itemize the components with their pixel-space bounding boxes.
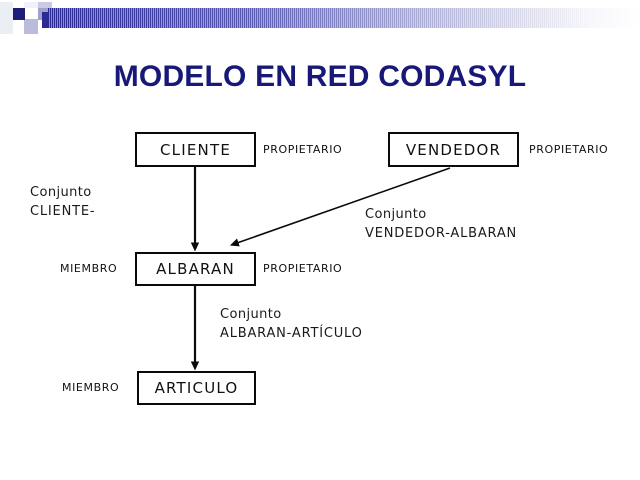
role-label-cliente-propietario: PROPIETARIO bbox=[263, 143, 343, 156]
role-label-albaran-miembro: MIEMBRO bbox=[60, 262, 118, 275]
set-label-line-1: Conjunto bbox=[30, 185, 92, 200]
set-label-line-2: CLIENTE- bbox=[30, 204, 96, 219]
role-label-albaran-propietario: PROPIETARIO bbox=[263, 262, 343, 275]
entity-box-cliente[interactable]: CLIENTE bbox=[135, 132, 256, 167]
decor-gradient-bar bbox=[48, 8, 640, 28]
set-label-line-2: VENDEDOR-ALBARAN bbox=[365, 226, 518, 241]
entity-box-vendedor[interactable]: VENDEDOR bbox=[388, 132, 519, 167]
set-label-vendedor-albaran: Conjunto VENDEDOR-ALBARAN bbox=[365, 205, 517, 243]
entity-label-albaran: ALBARAN bbox=[156, 260, 235, 278]
entity-label-articulo: ARTICULO bbox=[154, 379, 239, 397]
set-label-line-1: Conjunto bbox=[365, 207, 427, 222]
decor-square-top-pale bbox=[24, 2, 38, 8]
entity-box-articulo[interactable]: ARTICULO bbox=[137, 371, 256, 405]
entity-label-cliente: CLIENTE bbox=[160, 140, 231, 159]
entity-box-albaran[interactable]: ALBARAN bbox=[135, 252, 256, 286]
decor-square-navy bbox=[13, 8, 25, 20]
set-label-albaran-articulo: Conjunto ALBARAN-ARTÍCULO bbox=[220, 305, 363, 343]
decor-square-left-edge bbox=[0, 2, 13, 34]
set-label-line-2: ALBARAN-ARTÍCULO bbox=[220, 326, 363, 341]
decor-square-lavender-lower bbox=[24, 19, 38, 34]
page-title: MODELO EN RED CODASYL bbox=[113, 60, 527, 93]
connector-vendedor-albaran bbox=[229, 167, 451, 247]
role-label-articulo-miembro: MIEMBRO bbox=[62, 381, 120, 394]
decor-bar-stub bbox=[42, 12, 49, 28]
role-label-vendedor-propietario: PROPIETARIO bbox=[529, 143, 609, 156]
set-label-cliente-albaran: Conjunto CLIENTE- bbox=[30, 183, 95, 221]
entity-label-vendedor: VENDEDOR bbox=[405, 140, 502, 159]
set-label-line-1: Conjunto bbox=[220, 307, 282, 322]
